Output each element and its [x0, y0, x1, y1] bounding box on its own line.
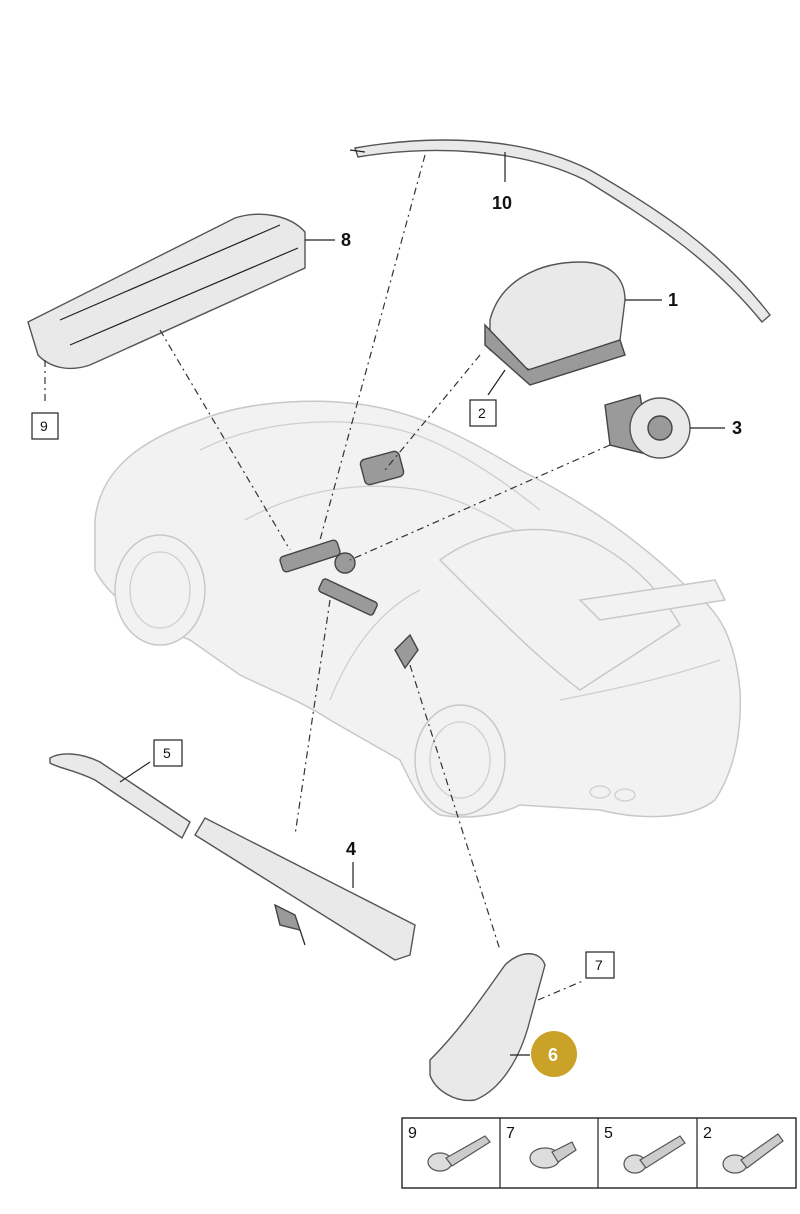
svg-text:2: 2 — [478, 405, 486, 421]
svg-text:7: 7 — [595, 957, 603, 973]
callout-8: 8 — [341, 230, 351, 250]
callout-leaders — [119, 152, 725, 1056]
boxed-callout-7: 7 — [585, 951, 615, 979]
boxed-callout-2: 2 — [469, 399, 497, 427]
passenger-airbag-part — [484, 261, 626, 386]
svg-text:9: 9 — [408, 1125, 417, 1142]
bolt-icon — [623, 1135, 686, 1174]
steering-airbag-part — [604, 394, 691, 459]
boxed-callout-9: 9 — [31, 412, 59, 440]
svg-text:5: 5 — [163, 745, 171, 761]
hardware-cell-9[interactable]: 9 — [408, 1125, 491, 1172]
svg-text:6: 6 — [548, 1045, 558, 1065]
hardware-cell-7[interactable]: 7 — [506, 1125, 577, 1169]
inflator-5-part — [49, 753, 191, 840]
svg-text:7: 7 — [506, 1125, 515, 1142]
callout-4: 4 — [346, 839, 356, 859]
curtain-airbag-part — [349, 139, 771, 324]
hardware-table: 9 7 5 2 — [401, 1117, 797, 1189]
seat-airbag-6-part — [429, 953, 546, 1102]
callout-10: 10 — [492, 193, 512, 213]
hardware-cell-2[interactable]: 2 — [703, 1125, 784, 1174]
bolt-icon — [722, 1133, 784, 1174]
svg-text:2: 2 — [703, 1125, 712, 1142]
svg-text:9: 9 — [40, 418, 48, 434]
car-illustration — [94, 400, 742, 818]
callout-1: 1 — [668, 290, 678, 310]
svg-text:5: 5 — [604, 1125, 613, 1142]
boxed-callout-5: 5 — [153, 739, 183, 767]
highlighted-callout-6[interactable]: 6 — [531, 1031, 577, 1077]
bolt-icon — [427, 1135, 491, 1172]
bolt-icon — [529, 1141, 577, 1169]
callout-3: 3 — [732, 418, 742, 438]
airbag-module-8-part — [27, 213, 306, 370]
side-airbag-4-part — [194, 817, 416, 961]
hardware-cell-5[interactable]: 5 — [604, 1125, 686, 1174]
assembly-lines — [44, 154, 611, 1001]
